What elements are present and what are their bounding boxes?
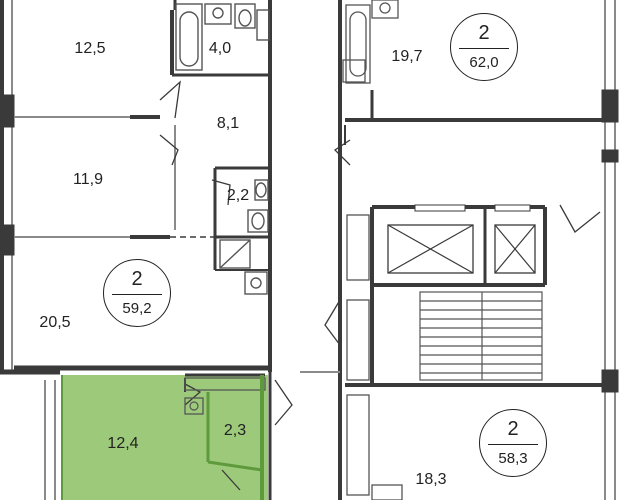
highlighted-apartment[interactable] [61,375,268,500]
doors [159,80,601,426]
green-apartment-walls [184,373,266,500]
building-core [338,0,610,500]
left-apartment-walls [14,0,272,372]
room-area-hall-top: 8,1 [216,115,240,132]
wc-fixtures [219,179,269,295]
room-area-bath-top: 4,0 [208,40,232,57]
apartment-rooms: 2 [131,268,143,290]
staircase [419,291,543,381]
room-area-right-top: 19,7 [391,48,423,65]
badge-divider [488,444,538,445]
badge-divider [112,294,162,295]
room-area-left-bottom: 20,5 [39,314,71,331]
apartment-badge-left[interactable]: 2 59,2 [103,259,171,327]
room-area-top-left: 12,5 [74,40,106,57]
apartment-rooms: 2 [507,418,519,440]
room-area-left-mid: 11,9 [73,171,103,188]
apartment-badge-right-top[interactable]: 2 62,0 [450,13,518,81]
apartment-area: 62,0 [469,54,499,71]
bath-fixtures-top [175,3,270,71]
room-area-green-room: 12,4 [107,435,139,452]
room-area-right-bottom: 18,3 [415,471,447,488]
right-facade [601,0,619,500]
badge-divider [459,48,509,49]
room-area-wc-mid: 2,2 [226,187,250,204]
left-facade [0,0,60,500]
apartment-badge-right-bottom[interactable]: 2 58,3 [479,409,547,477]
apartment-area: 59,2 [122,300,152,317]
room-area-green-bath: 2,3 [223,422,247,439]
apartment-rooms: 2 [478,22,490,44]
apartment-area: 58,3 [498,450,528,467]
right-fixtures [342,0,403,500]
corridor-walls [268,371,340,500]
